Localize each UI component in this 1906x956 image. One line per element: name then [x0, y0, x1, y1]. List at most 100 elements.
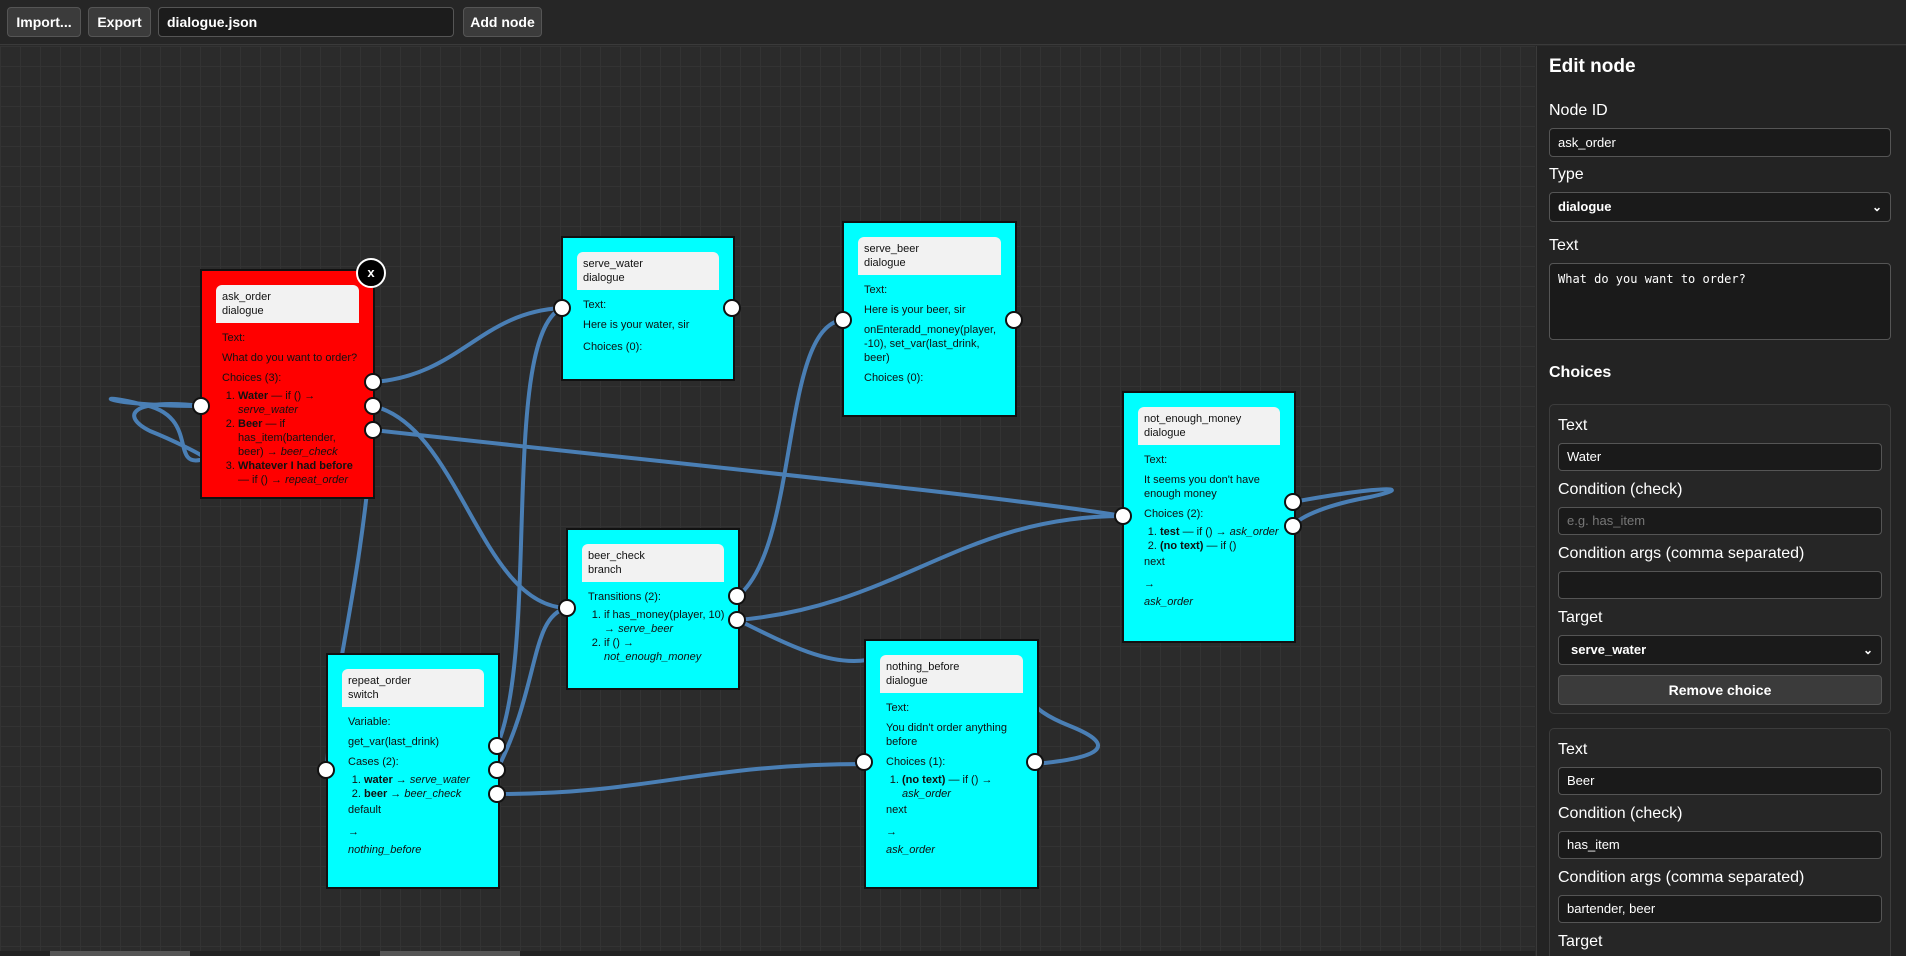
node-ask-order[interactable]: ask_order dialogue Text: What do you wan… [200, 269, 375, 499]
panel-title: Edit node [1549, 56, 1636, 77]
choices-label: Choices (1): [886, 756, 946, 768]
node-type-label: dialogue [886, 675, 928, 687]
node-not-enough-money[interactable]: not_enough_money dialogue Text: It seems… [1122, 391, 1296, 643]
node-header: ask_order dialogue [216, 285, 359, 323]
node-nothing-before[interactable]: nothing_before dialogue Text: You didn't… [864, 639, 1039, 889]
choices-label: Choices (3): [222, 372, 282, 384]
variable-value: get_var(last_drink) [348, 736, 440, 748]
choices-title: Choices [1549, 364, 1612, 381]
target-label: Target [1558, 933, 1603, 950]
output-port[interactable] [1005, 311, 1023, 329]
node-serve-beer[interactable]: serve_beer dialogue Text: Here is your b… [842, 221, 1017, 417]
node-header: repeat_order switch [342, 669, 484, 707]
node-type-label: dialogue [222, 305, 264, 317]
choice-text-input[interactable]: Beer [1558, 767, 1882, 795]
node-id-input[interactable]: ask_order [1549, 128, 1891, 157]
next-label: next [1144, 556, 1165, 568]
type-select-value: dialogue [1558, 199, 1612, 214]
output-port[interactable] [488, 737, 506, 755]
output-port[interactable] [1284, 517, 1302, 535]
transitions-list: if has_money(player, 10) → serve_beer if… [588, 608, 728, 664]
export-button[interactable]: Export [88, 7, 151, 37]
output-port[interactable] [364, 421, 382, 439]
input-port[interactable] [317, 761, 335, 779]
node-beer-check[interactable]: beer_check branch Transitions (2): if ha… [566, 528, 740, 690]
condition-args-label: Condition args (comma separated) [1558, 545, 1805, 562]
wire-ask-loop2 [132, 402, 204, 458]
choices-label: Choices (0): [583, 341, 643, 353]
condition-input[interactable]: e.g. has_item [1558, 507, 1882, 535]
node-text: It seems you don't have enough money [1144, 474, 1260, 500]
output-port[interactable] [488, 785, 506, 803]
output-port[interactable] [488, 761, 506, 779]
horizontal-scrollbar[interactable] [0, 951, 1535, 956]
scrollbar-thumb[interactable] [50, 951, 190, 956]
node-repeat-order[interactable]: repeat_order switch Variable: get_var(la… [326, 653, 500, 889]
connection-wires [108, 306, 1394, 796]
node-id-label: nothing_before [886, 661, 960, 673]
text-textarea[interactable]: What do you want to order? [1549, 263, 1891, 340]
node-type-label: dialogue [864, 257, 906, 269]
wire-notenough-loop [1291, 487, 1394, 528]
variable-label: Variable: [348, 716, 391, 728]
input-port[interactable] [192, 397, 210, 415]
node-id-label: not_enough_money [1144, 413, 1242, 425]
output-port[interactable] [728, 611, 746, 629]
choice-card: Text Beer Condition (check) has_item Con… [1549, 728, 1891, 956]
node-id-label: repeat_order [348, 675, 411, 687]
choices-label: Choices (2): [1144, 508, 1204, 520]
add-node-button[interactable]: Add node [463, 7, 542, 37]
list-item: Water — if () → serve_water [238, 389, 363, 417]
type-select[interactable]: dialogue ⌄ [1549, 192, 1891, 222]
output-port[interactable] [728, 587, 746, 605]
delete-node-button[interactable]: x [356, 258, 386, 288]
output-port[interactable] [364, 397, 382, 415]
scrollbar-thumb[interactable] [380, 951, 520, 956]
text-label: Text: [886, 702, 910, 714]
node-header: not_enough_money dialogue [1138, 407, 1280, 445]
next-label: next [886, 804, 907, 816]
list-item: if () → not_enough_money [604, 636, 728, 664]
condition-args-input[interactable] [1558, 571, 1882, 599]
toolbar: Import... Export Add node [0, 0, 1906, 45]
input-port[interactable] [855, 753, 873, 771]
text-label: Text: [583, 299, 607, 311]
wire-beercheck-nothing [736, 618, 869, 663]
target-select[interactable]: serve_water ⌄ [1558, 635, 1882, 665]
output-port[interactable] [1284, 493, 1302, 511]
node-type-label: dialogue [583, 272, 625, 284]
input-port[interactable] [558, 599, 576, 617]
remove-choice-button[interactable]: Remove choice [1558, 675, 1882, 705]
wire-ask-water [371, 306, 564, 384]
on-enter-text: onEnteradd_money(player, -10), set_var(l… [864, 324, 997, 364]
default-target: nothing_before [348, 844, 422, 856]
output-port[interactable] [723, 299, 741, 317]
import-button[interactable]: Import... [7, 7, 81, 37]
text-label: Text: [864, 284, 888, 296]
condition-args-input[interactable]: bartender, beer [1558, 895, 1882, 923]
node-text: What do you want to order? [222, 352, 358, 364]
chevron-down-icon: ⌄ [1871, 200, 1882, 214]
output-port[interactable] [364, 373, 382, 391]
graph-canvas[interactable]: ask_order dialogue Text: What do you wan… [0, 46, 1535, 956]
choice-text-label: Text [1558, 741, 1588, 758]
choices-label: Choices (0): [864, 372, 924, 384]
output-port[interactable] [1026, 753, 1044, 771]
input-port[interactable] [834, 311, 852, 329]
target-select-value: serve_water [1571, 642, 1647, 657]
wire-beercheck-notenough [736, 514, 1125, 622]
condition-args-label: Condition args (comma separated) [1558, 869, 1805, 886]
node-serve-water[interactable]: serve_water dialogue Text: Here is your … [561, 236, 735, 381]
next-target: ask_order [1144, 596, 1193, 608]
choice-text-label: Text [1558, 417, 1588, 434]
list-item: (no text) — if () → ask_order [902, 773, 1027, 801]
node-header: nothing_before dialogue [880, 655, 1023, 693]
input-port[interactable] [1114, 507, 1132, 525]
condition-input[interactable]: has_item [1558, 831, 1882, 859]
choice-text-input[interactable]: Water [1558, 443, 1882, 471]
choices-list: (no text) — if () → ask_order [886, 773, 1027, 801]
choice-card: Text Water Condition (check) e.g. has_it… [1549, 404, 1891, 714]
filename-input[interactable] [158, 7, 454, 37]
input-port[interactable] [553, 299, 571, 317]
node-id-label: serve_water [583, 258, 643, 270]
